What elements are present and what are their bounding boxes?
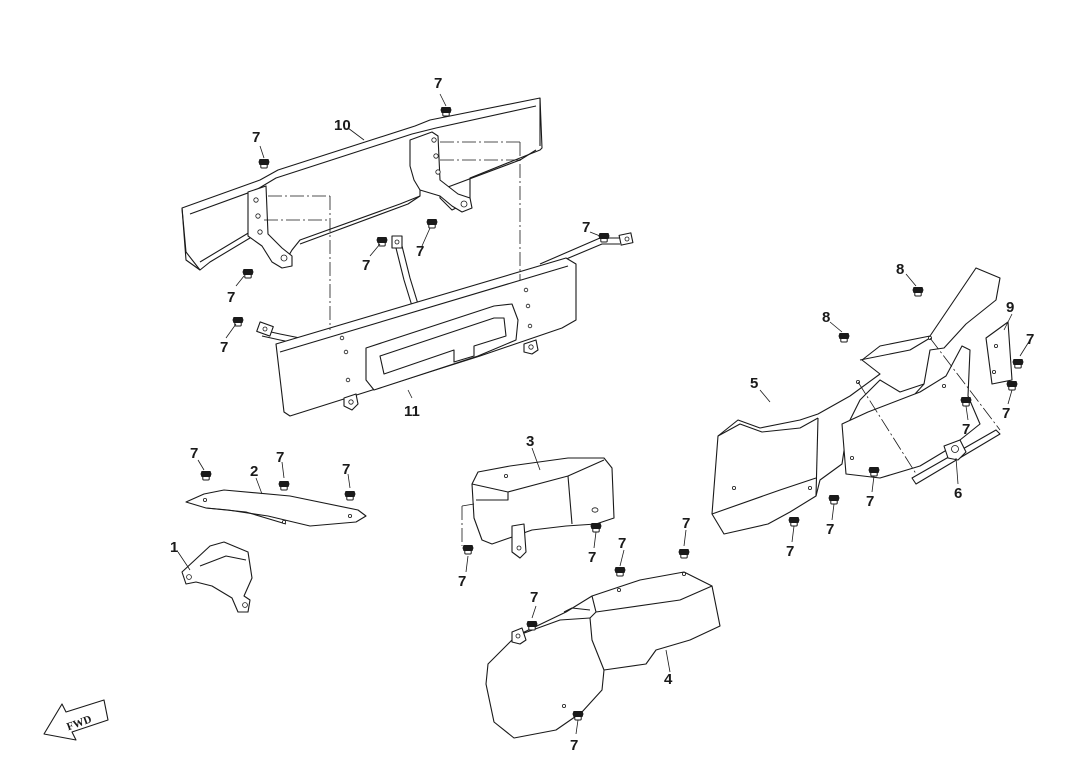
callout-9: 9	[1006, 299, 1014, 316]
callout-7: 7	[588, 549, 596, 566]
callout-7: 7	[530, 589, 538, 606]
callout-7: 7	[582, 219, 590, 236]
callout-7: 7	[416, 243, 424, 260]
callout-10: 10	[334, 117, 351, 134]
bolt-icon	[462, 544, 474, 555]
bolt-icon	[828, 494, 840, 505]
bolt-icon	[232, 316, 244, 327]
callout-5: 5	[750, 375, 758, 392]
part-11-shield	[256, 232, 634, 417]
callout-7: 7	[252, 129, 260, 146]
bolt-icon	[344, 490, 356, 501]
alignment-lines-10-11	[264, 141, 521, 330]
fwd-arrow-icon: FWD	[43, 699, 109, 741]
callout-7: 7	[276, 449, 284, 466]
bolt-icon	[1006, 380, 1018, 391]
callout-7: 7	[434, 75, 442, 92]
part-9-small-plate	[985, 321, 1013, 385]
callouts: 7 7 10 7 7 7 7 7 11 7 2 7 7 1 3 7 7 7 7 …	[170, 75, 1034, 754]
callout-7: 7	[962, 421, 970, 438]
callout-7: 7	[227, 289, 235, 306]
bolt-icon	[278, 480, 290, 491]
bolt-icon	[912, 286, 924, 297]
part-1-bracket	[181, 541, 253, 613]
callout-7: 7	[570, 737, 578, 754]
part-6-strip	[911, 429, 1001, 485]
bolt-icon	[572, 710, 584, 721]
callout-7: 7	[220, 339, 228, 356]
bolt-icon	[376, 236, 388, 247]
bolt-icon	[598, 232, 610, 243]
callout-8: 8	[896, 261, 904, 278]
callout-7: 7	[362, 257, 370, 274]
part-10-channel	[181, 97, 543, 271]
callout-11: 11	[404, 403, 420, 420]
bolt-icon	[426, 218, 438, 229]
callout-1: 1	[170, 539, 178, 556]
bolt-icon	[678, 548, 690, 559]
callout-7: 7	[786, 543, 794, 560]
callout-8: 8	[822, 309, 830, 326]
callout-7: 7	[342, 461, 350, 478]
part-4-housing	[485, 571, 721, 739]
part-2-plate	[185, 489, 367, 527]
callout-6: 6	[954, 485, 962, 502]
part-3-cover	[461, 457, 615, 559]
callout-7: 7	[190, 445, 198, 462]
bolt-icon	[1012, 358, 1024, 369]
callout-7: 7	[826, 521, 834, 538]
callout-7: 7	[458, 573, 466, 590]
callout-7: 7	[866, 493, 874, 510]
bolt-icon	[440, 106, 452, 117]
bolt-icon	[200, 470, 212, 481]
callout-7: 7	[1002, 405, 1010, 422]
bolt-icon	[614, 566, 626, 577]
callout-7: 7	[682, 515, 690, 532]
bolt-icon	[242, 268, 254, 279]
bolt-icon	[838, 332, 850, 343]
bolt-icon	[258, 158, 270, 169]
bolt-icon	[788, 516, 800, 527]
callout-7: 7	[1026, 331, 1034, 348]
callout-7: 7	[618, 535, 626, 552]
callout-4: 4	[664, 671, 673, 688]
bolt-icon	[590, 522, 602, 533]
leader-lines	[177, 93, 1031, 735]
callout-2: 2	[250, 463, 258, 480]
callout-3: 3	[526, 433, 534, 450]
